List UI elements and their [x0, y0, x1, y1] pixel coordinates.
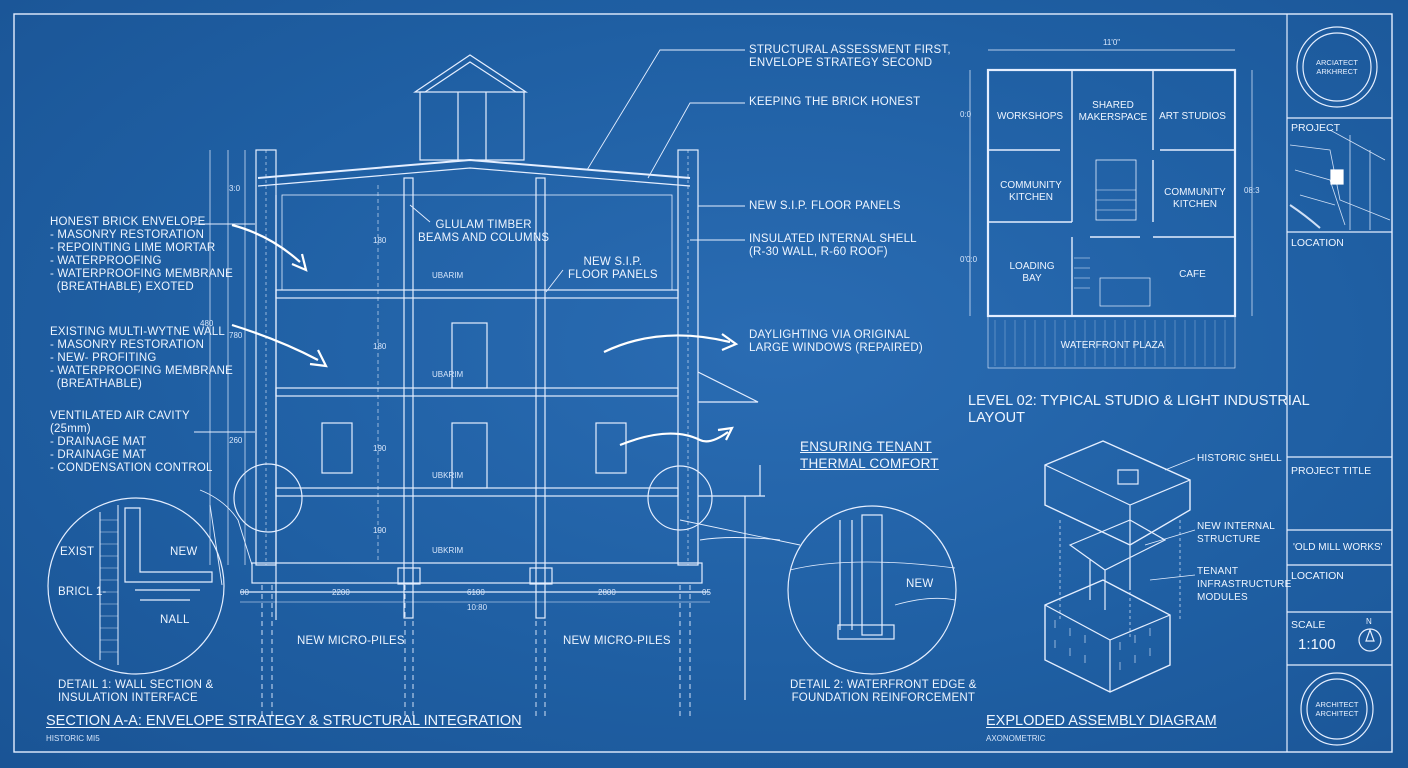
dim-bottom: 6100	[467, 588, 485, 597]
tb-scale-value: 1:100	[1298, 636, 1336, 653]
detail1-label: NALL	[160, 614, 190, 626]
detail2-label: NEW	[906, 578, 934, 590]
dim-left: 780	[229, 331, 243, 340]
dim-bottom: 2800	[598, 588, 616, 597]
section-subtitle: HISTORIC MI5	[46, 734, 100, 743]
tb-project: PROJECT	[1291, 122, 1341, 134]
level-tag: UBARIM	[432, 370, 464, 379]
callout-honest-brick: HONEST BRICK ENVELOPE - MASONRY RESTORAT…	[50, 216, 234, 293]
callout-sip-mid: NEW S.I.P. FLOOR PANELS	[568, 256, 658, 281]
micropiles-right: NEW MICRO-PILES	[563, 635, 671, 647]
callout-glulam: GLULAM TIMBER BEAMS AND COLUMNS	[418, 219, 550, 244]
dim-left: 260	[229, 436, 243, 445]
tb-project-title: PROJECT TITLE	[1291, 465, 1372, 477]
north-arrow-icon: N	[1366, 617, 1372, 626]
plaza-label: WATERFRONT PLAZA	[1060, 340, 1165, 351]
room-label: COMMUNITY KITCHEN	[1164, 187, 1226, 210]
dim-vertical: 190	[373, 526, 387, 535]
callout-structural: STRUCTURAL ASSESSMENT FIRST, ENVELOPE ST…	[749, 44, 951, 69]
room-label: ART STUDIOS	[1159, 111, 1226, 122]
callout-thermal: ENSURING TENANT THERMAL COMFORT	[800, 439, 939, 471]
level-tag: UBARIM	[432, 271, 464, 280]
dim-bottom: 00	[240, 588, 249, 597]
level-tag: UBKRIM	[432, 546, 464, 555]
detail1-caption: DETAIL 1: WALL SECTION & INSULATION INTE…	[58, 679, 214, 704]
tb-scale-label: SCALE	[1291, 619, 1326, 631]
detail1-label: BRICL 1-	[58, 586, 107, 598]
plan-dim-left: 0'0:0	[960, 255, 978, 264]
callout-multiwythe: EXISTING MULTI-WYTNE WALL - MASONRY REST…	[50, 326, 234, 390]
callout-shell: INSULATED INTERNAL SHELL (R-30 WALL, R-6…	[749, 233, 917, 258]
exploded-callout: TENANT INFRASTRUCTURE MODULES	[1197, 566, 1292, 603]
plan-title: LEVEL 02: TYPICAL STUDIO & LIGHT INDUSTR…	[968, 393, 1310, 426]
section-title: SECTION A-A: ENVELOPE STRATEGY & STRUCTU…	[46, 713, 522, 729]
architect-seal-top: ARCIATECT ARKHRECT	[1316, 58, 1358, 76]
exploded-title: EXPLODED ASSEMBLY DIAGRAM	[986, 713, 1217, 729]
room-label: WORKSHOPS	[996, 111, 1064, 122]
room-label: CAFE	[1179, 269, 1206, 280]
dim-left: 3:0	[229, 184, 241, 193]
callout-cavity: VENTILATED AIR CAVITY (25mm) - DRAINAGE …	[50, 410, 213, 474]
plan-dim-right: 08:3	[1244, 186, 1260, 195]
dim-vertical: 180	[373, 342, 387, 351]
callout-sip-right: NEW S.I.P. FLOOR PANELS	[749, 200, 901, 212]
tb-location: LOCATION	[1291, 237, 1344, 249]
room-label: COMMUNITY KITCHEN	[1000, 180, 1062, 203]
dim-bottom: 05	[702, 588, 711, 597]
detail1-label: EXIST	[60, 546, 95, 558]
dim-bottom: 2200	[332, 588, 350, 597]
plan-dim-top: 11'0"	[1103, 38, 1121, 47]
level-tag: UBKRIM	[432, 471, 464, 480]
exploded-callout: NEW INTERNAL STRUCTURE	[1197, 521, 1275, 545]
dim-vertical: 180	[373, 236, 387, 245]
callout-daylight: DAYLIGHTING VIA ORIGINAL LARGE WINDOWS (…	[749, 329, 923, 354]
micropiles-left: NEW MICRO-PILES	[297, 635, 405, 647]
dim-left: 480	[200, 319, 214, 328]
detail2-caption: DETAIL 2: WATERFRONT EDGE & FOUNDATION R…	[790, 679, 977, 704]
plan-dim-left: 0:0	[960, 110, 972, 119]
room-label: SHARED MAKERSPACE	[1078, 100, 1148, 123]
dim-vertical: 190	[373, 444, 387, 453]
callout-brick: KEEPING THE BRICK HONEST	[749, 96, 921, 108]
room-label: LOADING BAY	[1009, 261, 1055, 284]
detail1-label: NEW	[170, 546, 198, 558]
tb-project-name: 'OLD MILL WORKS'	[1293, 542, 1383, 553]
exploded-callout: HISTORIC SHELL	[1197, 453, 1282, 464]
tb-location-2: LOCATION	[1291, 570, 1344, 582]
exploded-subtitle: AXONOMETRIC	[986, 734, 1046, 743]
dim-bottom: 10:80	[467, 603, 488, 612]
architect-seal-bottom: ARCHITECT ARCHITECT	[1315, 700, 1359, 718]
